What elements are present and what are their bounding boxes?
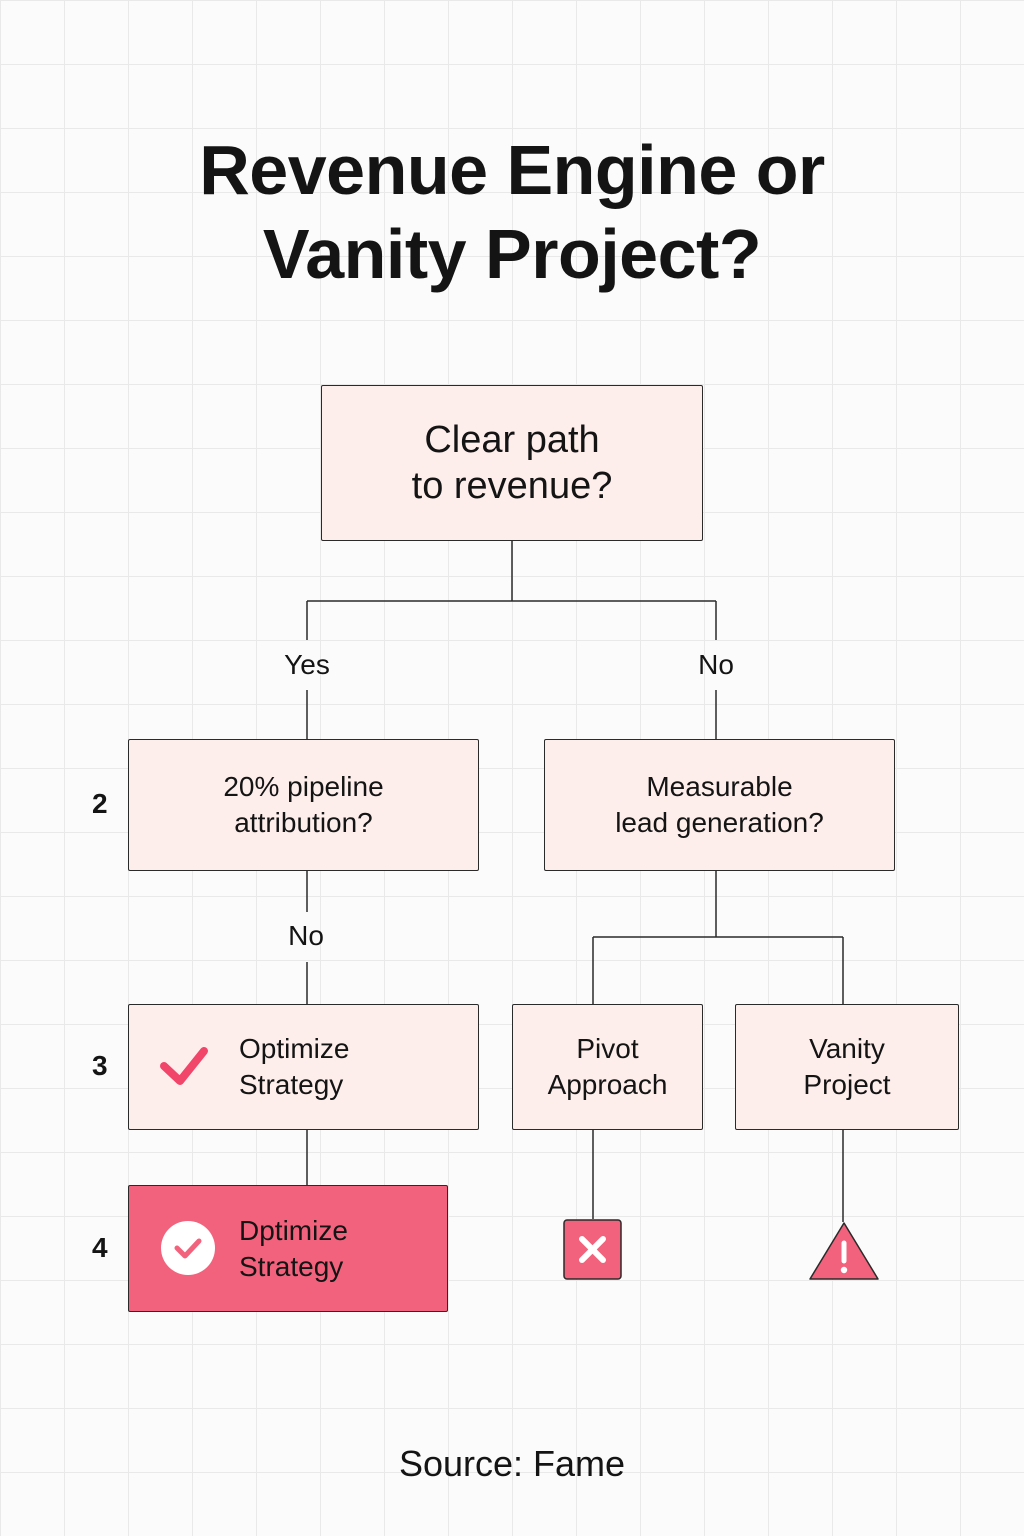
edge-label-yes: Yes (284, 649, 330, 680)
x-square-icon (563, 1219, 622, 1280)
pipeline-line-2: attribution? (234, 807, 373, 838)
lead-gen-line-1: Measurable (646, 771, 793, 802)
root-decision-line-1: Clear path (424, 419, 600, 461)
check-circle-icon (161, 1221, 215, 1275)
pivot-line-2: Approach (547, 1069, 668, 1100)
step-number-2: 2 (92, 788, 108, 819)
pipeline-attribution-box: 20% pipeline attribution? (128, 739, 479, 871)
vanity-line-1: Vanity (809, 1033, 885, 1064)
edge-label-no-pipeline: No (288, 920, 324, 951)
source-caption: Source: Fame (398, 1443, 626, 1484)
edge-label-no-root: No (698, 649, 734, 680)
lead-generation-box: Measurable lead generation? (544, 739, 895, 871)
step-number-4: 4 (92, 1232, 108, 1263)
vanity-project-box: Vanity Project (735, 1004, 959, 1130)
optimize-line-2: Strategy (239, 1069, 344, 1100)
warning-triangle-icon (809, 1222, 879, 1280)
root-decision-box: Clear path to revenue? (321, 385, 703, 541)
optimize-final-line-1: Dptimize (239, 1214, 348, 1246)
pivot-approach-box: Pivot Approach (512, 1004, 703, 1130)
vanity-line-2: Project (803, 1069, 891, 1100)
optimize-line-1: Optimize (239, 1033, 350, 1064)
step-number-3: 3 (92, 1050, 108, 1081)
optimize-strategy-final-box: Dptimize Strategy (128, 1185, 448, 1312)
title-line-1: Revenue Engine or (199, 131, 825, 209)
lead-gen-line-2: lead generation? (615, 807, 824, 838)
root-decision-line-2: to revenue? (411, 465, 613, 507)
optimize-final-line-2: Strategy (239, 1250, 344, 1282)
checkmark-icon (160, 1047, 208, 1085)
title-line-2: Vanity Project? (262, 215, 762, 293)
pivot-line-1: Pivot (576, 1033, 639, 1064)
page-title: Revenue Engine or Vanity Project? (0, 128, 1024, 296)
pipeline-line-1: 20% pipeline (223, 771, 384, 802)
